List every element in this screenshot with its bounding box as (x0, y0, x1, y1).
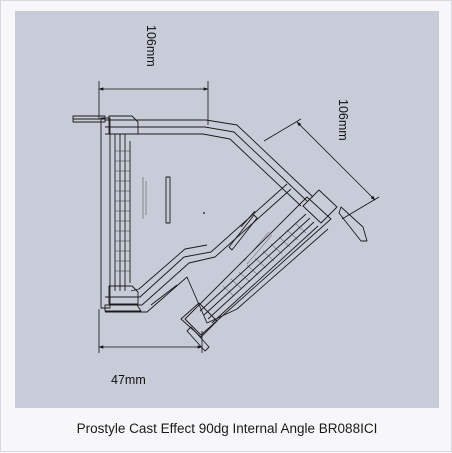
right-bottom-bracket (186, 326, 210, 352)
sole-inner-line (150, 284, 178, 306)
centre-point (203, 212, 205, 214)
right-top-clip (302, 189, 338, 224)
right-cap-line-2 (203, 217, 311, 316)
inner-sole (130, 244, 208, 292)
right-end-cap (184, 196, 332, 336)
right-extension-bottom (341, 196, 380, 220)
bottom-dimension-label: 47mm (111, 373, 146, 387)
right-extension-top (263, 118, 302, 142)
drawing-panel (15, 11, 439, 408)
right-dimension (263, 118, 380, 220)
right-dimension-label: 106mm (336, 99, 350, 141)
left-top-clip (108, 115, 139, 135)
right-cap-ribs (222, 222, 307, 297)
left-bottom-clip (108, 285, 139, 305)
sole-outline (105, 228, 329, 324)
outer-top-edge-inner (105, 126, 308, 202)
right-top-bracket (338, 206, 368, 242)
inner-bottom-edge-2 (105, 183, 288, 298)
left-bottom-bracket (104, 304, 142, 312)
left-slot (165, 176, 171, 224)
product-caption: Prostyle Cast Effect 90dg Internal Angle… (76, 420, 378, 436)
left-top-bracket (72, 115, 106, 123)
left-end-cap (100, 117, 111, 309)
outer-top-edge (105, 119, 314, 198)
right-cap-line-3 (207, 221, 315, 320)
right-slot (228, 214, 258, 251)
right-cap-line-1 (199, 213, 307, 312)
top-dimension (98, 81, 209, 125)
right-slot-tick (240, 210, 256, 228)
right-cap-line-4 (211, 225, 319, 324)
top-dimension-label: 106mm (144, 25, 158, 67)
moulded-markings (142, 177, 273, 265)
right-dimension-line (296, 121, 376, 201)
top-bead (105, 133, 302, 207)
left-cap-ribs (115, 150, 130, 272)
